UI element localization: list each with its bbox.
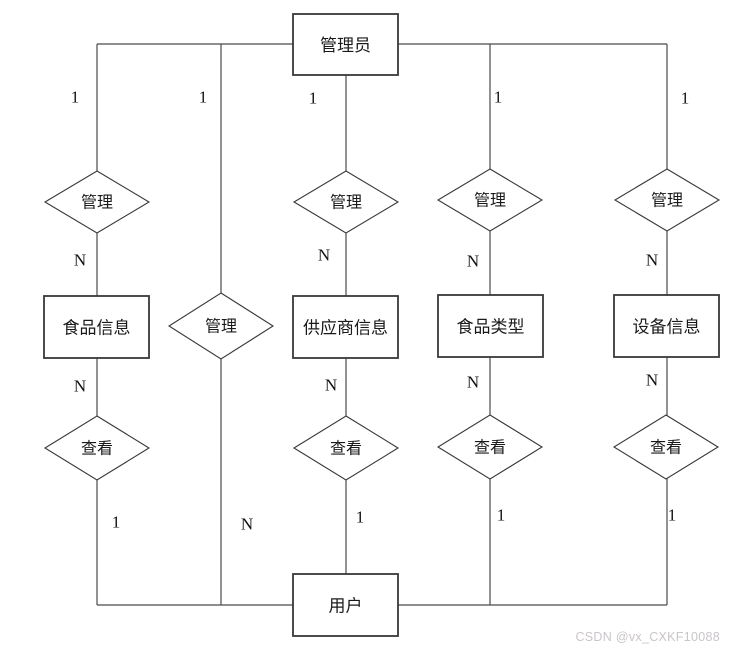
relationship-diamond-shape bbox=[436, 168, 544, 232]
cardinality-label-1-13: 1 bbox=[112, 513, 121, 532]
relationship-diamond-shape bbox=[167, 292, 275, 360]
relationship-manage-user: 管理 bbox=[167, 292, 275, 360]
entity-rect-shape bbox=[437, 294, 544, 358]
relationship-label: 查看 bbox=[330, 440, 362, 458]
entity-food-type: 食品类型 bbox=[437, 294, 544, 358]
relationship-diamond-shape bbox=[612, 414, 720, 480]
cardinality-label-n-7: N bbox=[467, 252, 479, 271]
entity-admin: 管理员 bbox=[292, 13, 399, 76]
entity-rect-shape bbox=[43, 295, 150, 359]
cardinality-label-n-14: N bbox=[241, 515, 253, 534]
relationship-label: 查看 bbox=[474, 439, 506, 457]
relationship-manage-supplier: 管理 bbox=[292, 170, 400, 234]
entity-rect-shape bbox=[292, 573, 399, 637]
relationship-label: 管理 bbox=[330, 194, 362, 212]
relationship-label: 管理 bbox=[81, 194, 113, 212]
relationship-view-food: 查看 bbox=[43, 415, 151, 481]
entity-label: 供应商信息 bbox=[303, 319, 388, 338]
cardinality-label-n-11: N bbox=[467, 373, 479, 392]
entity-rect-shape bbox=[292, 295, 399, 359]
relationship-label: 查看 bbox=[650, 439, 682, 457]
cardinality-label-1-4: 1 bbox=[681, 89, 690, 108]
relationship-manage-device: 管理 bbox=[613, 168, 721, 232]
relationship-diamond-shape bbox=[292, 415, 400, 481]
watermark-text: CSDN @vx_CXKF10088 bbox=[575, 630, 720, 644]
relationship-diamond-shape bbox=[43, 415, 151, 481]
relationship-label: 管理 bbox=[205, 318, 237, 336]
cardinality-label-n-10: N bbox=[325, 376, 337, 395]
relationship-label: 查看 bbox=[81, 440, 113, 458]
relationship-view-foodtype: 查看 bbox=[436, 414, 544, 480]
entity-label: 设备信息 bbox=[633, 318, 701, 337]
cardinality-label-n-9: N bbox=[74, 377, 86, 396]
entity-rect-shape bbox=[613, 294, 720, 358]
cardinality-label-n-12: N bbox=[646, 371, 658, 390]
cardinality-label-1-2: 1 bbox=[309, 89, 318, 108]
relationship-manage-foodtype: 管理 bbox=[436, 168, 544, 232]
cardinality-label-n-8: N bbox=[646, 251, 658, 270]
relationship-diamond-shape bbox=[292, 170, 400, 234]
entity-rect-shape bbox=[292, 13, 399, 76]
entity-food-info: 食品信息 bbox=[43, 295, 150, 359]
cardinality-label-1-1: 1 bbox=[199, 88, 208, 107]
entity-label: 食品类型 bbox=[457, 318, 525, 337]
cardinality-label-1-16: 1 bbox=[497, 506, 506, 525]
entity-label: 用户 bbox=[329, 597, 363, 616]
cardinality-label-1-0: 1 bbox=[71, 88, 80, 107]
entity-label: 管理员 bbox=[320, 36, 371, 55]
relationship-label: 管理 bbox=[474, 192, 506, 210]
relationship-diamond-shape bbox=[43, 170, 151, 234]
entity-supplier-info: 供应商信息 bbox=[292, 295, 399, 359]
cardinality-label-n-6: N bbox=[318, 246, 330, 265]
entity-label: 食品信息 bbox=[63, 319, 131, 338]
cardinality-label-n-5: N bbox=[74, 251, 86, 270]
relationship-diamond-shape bbox=[613, 168, 721, 232]
cardinality-label-1-15: 1 bbox=[356, 508, 365, 527]
relationship-view-supplier: 查看 bbox=[292, 415, 400, 481]
entity-device-info: 设备信息 bbox=[613, 294, 720, 358]
relationship-label: 管理 bbox=[651, 192, 683, 210]
entity-user: 用户 bbox=[292, 573, 399, 637]
cardinality-label-1-3: 1 bbox=[494, 88, 503, 107]
cardinality-label-1-17: 1 bbox=[668, 506, 677, 525]
relationship-diamond-shape bbox=[436, 414, 544, 480]
relationship-manage-food: 管理 bbox=[43, 170, 151, 234]
relationship-view-device: 查看 bbox=[612, 414, 720, 480]
